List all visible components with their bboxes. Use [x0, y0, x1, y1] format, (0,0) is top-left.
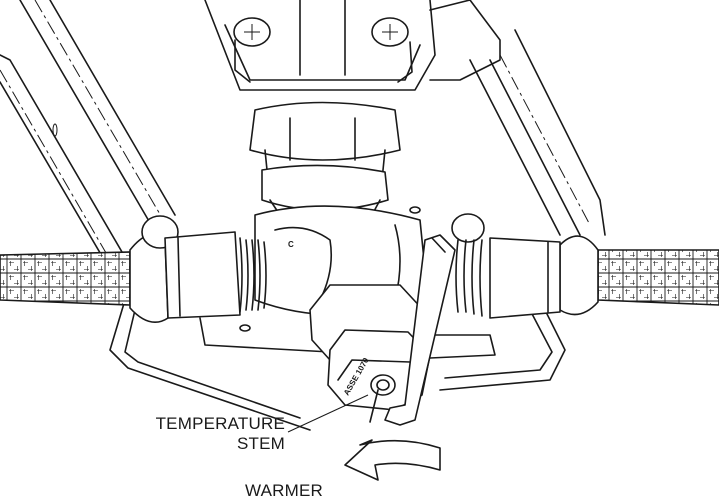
right-hose — [451, 213, 719, 319]
hex-key-icon — [384, 234, 456, 426]
top-mount-block — [204, 0, 501, 91]
temperature-stem-label-line2: STEM — [236, 434, 285, 453]
left-hose — [0, 215, 267, 324]
body-letter: C — [288, 240, 294, 249]
upper-pipe — [249, 101, 401, 216]
warmer-arrow-icon — [344, 439, 441, 481]
temperature-stem-label-line1: TEMPERATURE — [155, 414, 285, 433]
temperature-dial: ASSE 1070 — [309, 284, 431, 423]
warmer-label: WARMER — [245, 481, 324, 500]
temperature-stem-label: TEMPERATURE STEM — [110, 414, 285, 454]
temperature-stem-leader — [287, 394, 369, 433]
right-rail — [469, 29, 606, 236]
